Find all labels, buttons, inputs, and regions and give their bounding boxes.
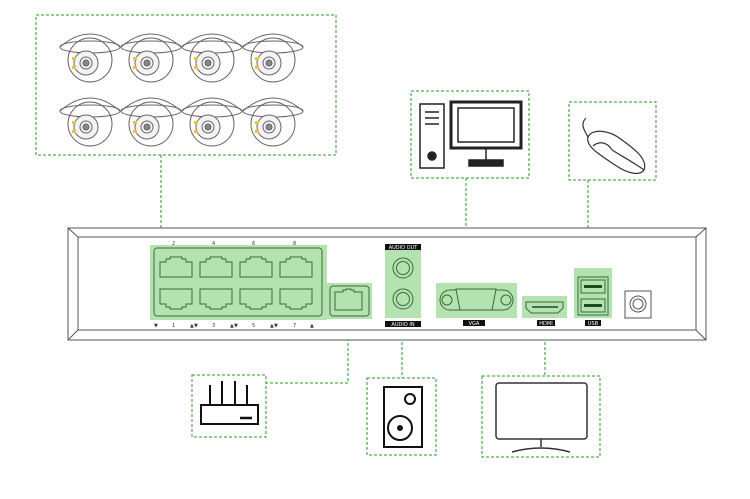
led-indicator: ▼ [154, 323, 158, 329]
usb-label: USB [588, 321, 599, 327]
speaker-icon [383, 386, 423, 448]
port-num-7: 7 [293, 323, 296, 329]
led-indicator: ▲ [310, 323, 314, 329]
port-num-4: 4 [212, 241, 215, 247]
poe-port-bottom [159, 288, 193, 310]
poe-port-top [239, 256, 273, 278]
camera-icon [181, 33, 243, 83]
speaker-box [366, 377, 437, 456]
power-port [624, 290, 652, 319]
hdmi-port [522, 296, 567, 326]
poe-ports: ▼▲▼▲▼▲▼▲ [150, 245, 327, 329]
led-indicator: ▼ [234, 323, 238, 329]
usb-ports [574, 268, 612, 326]
lan-port [327, 283, 372, 319]
port-num-6: 6 [252, 241, 255, 247]
poe-port-bottom [279, 288, 313, 310]
audio-out-label: AUDIO OUT [389, 245, 419, 251]
camera-icon [59, 33, 121, 83]
led-indicator: ▲ [190, 323, 194, 329]
router-icon [200, 381, 259, 425]
mouse-icon [582, 117, 646, 175]
poe-port-top [279, 256, 313, 278]
poe-port-bottom [239, 288, 273, 310]
pc-box [410, 90, 530, 179]
vga-label: VGA [469, 321, 480, 327]
camera-icon [242, 97, 304, 147]
pc-icon [419, 100, 523, 169]
poe-port-top [199, 256, 233, 278]
camera-icon [120, 33, 182, 83]
vga-port [436, 283, 517, 326]
hdmi-label: HDMI [539, 321, 552, 327]
port-num-8: 8 [293, 241, 296, 247]
monitor-box [481, 375, 601, 458]
port-num-3: 3 [212, 323, 215, 329]
monitor-icon [495, 382, 588, 453]
camera-icon [120, 97, 182, 147]
poe-port-bottom [199, 288, 233, 310]
router-box [191, 374, 267, 438]
led-indicator: ▲ [270, 323, 274, 329]
audio-in-label: AUDIO IN [391, 322, 414, 328]
led-indicator: ▼ [194, 323, 198, 329]
camera-icon [242, 33, 304, 83]
port-num-5: 5 [252, 323, 255, 329]
mouse-box [568, 101, 657, 181]
led-indicator: ▲ [230, 323, 234, 329]
ip-cameras [59, 33, 304, 147]
port-num-2: 2 [172, 241, 175, 247]
port-num-1: 1 [172, 323, 175, 329]
camera-icon [59, 97, 121, 147]
audio-ports [385, 244, 421, 327]
cameras-box [35, 14, 337, 156]
poe-port-top [159, 256, 193, 278]
camera-icon [181, 97, 243, 147]
led-indicator: ▼ [274, 323, 278, 329]
